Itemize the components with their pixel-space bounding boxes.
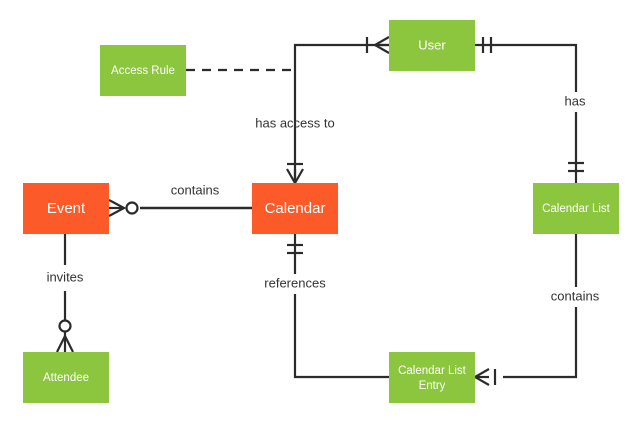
entity-label-calendar: Calendar bbox=[265, 200, 326, 217]
cardinality-zero-or-many-event-end bbox=[108, 199, 139, 217]
entity-box-calendar-list[interactable] bbox=[533, 183, 619, 234]
entity-label-calendar-list-entry-line1: Calendar List bbox=[398, 365, 467, 377]
edge-calendar-list-contains-entry bbox=[472, 234, 578, 386]
entity-calendar[interactable]: Calendar bbox=[252, 183, 338, 234]
entity-box-event[interactable] bbox=[23, 183, 109, 234]
entity-event[interactable]: Event bbox=[23, 183, 109, 234]
cardinality-exactly-one-calendar-bottom bbox=[287, 243, 303, 255]
entity-access-rule[interactable]: Access Rule bbox=[100, 45, 186, 96]
edge-user-has-calendar-list bbox=[475, 37, 584, 183]
relationship-label-contains-event-calendar: contains bbox=[171, 182, 220, 197]
edge-line-has-access-to bbox=[293, 43, 389, 183]
edge-line-contains-right-lower bbox=[503, 307, 578, 379]
zero-circle-glyph bbox=[125, 201, 139, 215]
relationship-label-has: has bbox=[565, 93, 586, 108]
edge-line-references-lower bbox=[293, 294, 389, 379]
entity-box-calendar[interactable] bbox=[252, 183, 338, 234]
edge-user-has-access-to-calendar bbox=[286, 36, 390, 186]
entity-user[interactable]: User bbox=[389, 20, 475, 71]
cardinality-one-or-many-entry-right bbox=[472, 368, 497, 386]
edge-event-invites-attendee bbox=[56, 234, 74, 353]
entity-label-calendar-list: Calendar List bbox=[542, 203, 611, 215]
entity-box-access-rule[interactable] bbox=[100, 45, 186, 96]
entity-box-calendar-list-entry[interactable] bbox=[389, 352, 475, 403]
cardinality-zero-or-many-attendee-end bbox=[56, 319, 74, 353]
cardinality-exactly-one-calendar-list-top bbox=[568, 161, 584, 173]
entity-box-attendee[interactable] bbox=[23, 352, 109, 403]
relationship-label-has-access-to: has access to bbox=[255, 115, 335, 130]
entity-calendar-list-entry[interactable]: Calendar List Entry bbox=[389, 352, 475, 403]
edge-calendar-references-entry bbox=[287, 234, 389, 379]
cardinality-exactly-one-user-end bbox=[481, 37, 493, 53]
crowsfoot-glyph bbox=[56, 333, 74, 353]
relationship-label-references: references bbox=[264, 275, 326, 290]
entity-box-user[interactable] bbox=[389, 20, 475, 71]
zero-circle-glyph bbox=[58, 319, 72, 333]
entity-label-user: User bbox=[418, 37, 446, 52]
entity-label-calendar-list-entry-line2: Entry bbox=[419, 380, 446, 392]
entity-label-attendee: Attendee bbox=[43, 372, 89, 384]
cardinality-many-user-end bbox=[365, 36, 390, 54]
edge-event-contains-calendar bbox=[108, 199, 252, 217]
entity-calendar-list[interactable]: Calendar List bbox=[533, 183, 619, 234]
relationship-label-invites: invites bbox=[47, 269, 84, 284]
relationship-label-contains-calendar-list: contains bbox=[551, 288, 600, 303]
edge-line-has-upper bbox=[475, 43, 578, 92]
entity-label-access-rule: Access Rule bbox=[111, 65, 175, 77]
entity-attendee[interactable]: Attendee bbox=[23, 352, 109, 403]
entity-label-event: Event bbox=[47, 200, 86, 217]
